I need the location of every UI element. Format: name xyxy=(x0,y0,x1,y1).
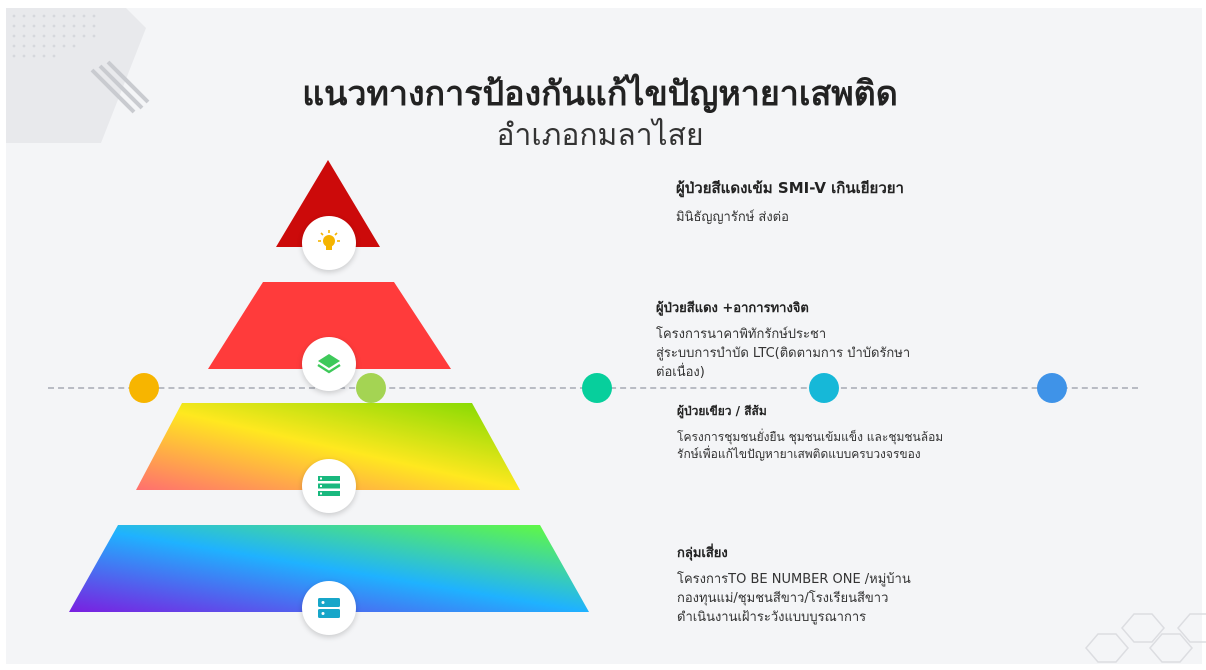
level-2-description: โครงการนาคาพิทักรักษ์ประชา สู่ระบบการบำบ… xyxy=(656,326,976,383)
page-title: แนวทางการป้องกันแก้ไขปัญหายาเสพติด xyxy=(302,74,898,114)
level-3-label: ผู้ป่วยเขียว / สีส้ม โครงการชุมชนยั่งยืน… xyxy=(677,402,1007,463)
pyramid-tier-1 xyxy=(276,160,380,247)
timeline-dot xyxy=(582,373,612,403)
tier-3-icon-circle xyxy=(302,459,356,513)
level-3-description: โครงการชุมชนยั่งยืน ชุมชนเข้มแข็ง และชุม… xyxy=(677,429,1007,463)
corner-decoration-top-left xyxy=(6,8,150,143)
level-1-heading: ผู้ป่วยสีแดงเข้ม SMI-V เกินเยียวยา xyxy=(676,179,904,197)
timeline-dot xyxy=(809,373,839,403)
level-1-description: มินิธัญญารักษ์ ส่งต่อ xyxy=(676,208,1006,228)
lightbulb-icon xyxy=(318,230,340,250)
server-icon xyxy=(318,598,340,618)
level-3-heading: ผู้ป่วยเขียว / สีส้ม xyxy=(677,404,767,418)
pyramid-tier-4 xyxy=(69,525,589,612)
timeline-dot xyxy=(129,373,159,403)
level-3-line: โครงการชุมชนยั่งยืน ชุมชนเข้มแข็ง และชุม… xyxy=(677,430,944,444)
level-2-line: ต่อเนื่อง) xyxy=(656,364,705,380)
level-4-label: กลุ่มเสี่ยง โครงการTO BE NUMBER ONE /หมู… xyxy=(677,542,1007,628)
level-4-description: โครงการTO BE NUMBER ONE /หมู่บ้าน กองทุน… xyxy=(677,571,1007,628)
pyramid-tier-3 xyxy=(136,403,520,490)
level-2-line: สู่ระบบการบำบัด LTC(ติดตามการ บำบัดรักษา xyxy=(656,345,911,361)
level-1-line: มินิธัญญารักษ์ ส่งต่อ xyxy=(676,210,789,225)
timeline-dot xyxy=(356,373,386,403)
layers-icon xyxy=(317,354,341,374)
level-4-line: ดำเนินงานเฝ้าระวังแบบบูรณาการ xyxy=(677,609,867,625)
page-subtitle: อำเภอกมลาไสย xyxy=(496,118,704,153)
hexagon-decoration-bottom-right xyxy=(1085,613,1206,663)
level-2-label: ผู้ป่วยสีแดง +อาการทางจิต โครงการนาคาพิท… xyxy=(656,297,976,383)
tier-1-icon-circle xyxy=(302,216,356,270)
level-3-line: รักษ์เพื่อแก้ไขปัญหายาเสพติดแบบครบวงจรขอ… xyxy=(677,446,921,461)
timeline-dot xyxy=(1037,373,1067,403)
level-2-line: โครงการนาคาพิทักรักษ์ประชา xyxy=(656,327,827,342)
pyramid-tier-2 xyxy=(208,282,451,369)
level-1-label: ผู้ป่วยสีแดงเข้ม SMI-V เกินเยียวยา มินิธ… xyxy=(676,176,1006,228)
level-4-line: กองทุนแม่/ชุมชนสีขาว/โรงเรียนสีขาว xyxy=(677,590,889,606)
level-4-line: โครงการTO BE NUMBER ONE /หมู่บ้าน xyxy=(677,572,911,587)
level-4-heading: กลุ่มเสี่ยง xyxy=(677,546,728,561)
level-2-heading: ผู้ป่วยสีแดง +อาการทางจิต xyxy=(656,301,809,316)
tier-2-icon-circle xyxy=(302,337,356,391)
tier-4-icon-circle xyxy=(302,581,356,635)
list-icon xyxy=(318,476,340,496)
